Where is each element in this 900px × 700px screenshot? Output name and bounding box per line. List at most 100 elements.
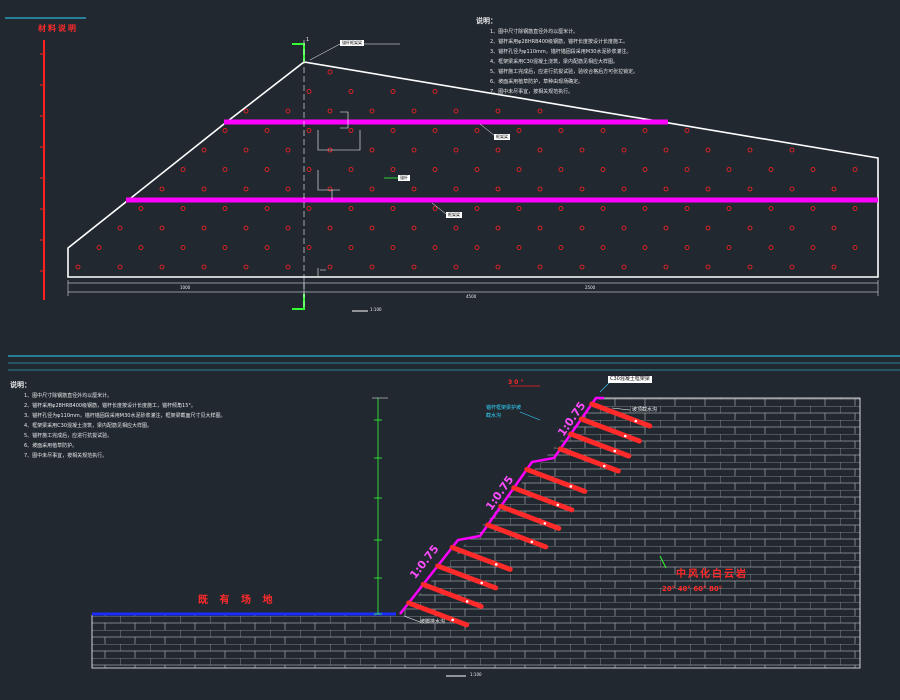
tag-beam-upper: 框架梁 xyxy=(494,134,510,140)
elevation-note-6: 6、坡面采用植草防护，草种由现场确定。 xyxy=(490,79,584,85)
anchor-dot xyxy=(264,206,270,211)
anchor-bar-tip xyxy=(530,540,534,544)
anchor-dot xyxy=(243,186,249,192)
anchor-dot xyxy=(201,264,207,270)
anchor-dot xyxy=(474,128,480,133)
anchor-dot xyxy=(138,206,144,211)
section-note-3: 3、锚杆孔径为φ110mm，锚杆锚固段采用M30水泥砂浆灌注，框架梁截面尺寸见大… xyxy=(24,413,226,419)
anchor-dot xyxy=(642,167,648,172)
anchor-dot xyxy=(537,186,543,192)
anchor-bar-tip xyxy=(480,581,484,585)
anchor-dot xyxy=(642,128,648,133)
existing-ground-label: 既 有 场 地 xyxy=(198,595,277,606)
anchor-dot xyxy=(369,147,375,153)
elevation-notes: 说明： 1、图中尺寸除钢筋直径外均以厘米计。2、锚杆采用φ28HRB400级钢筋… xyxy=(476,18,638,98)
anchor-dot xyxy=(810,167,816,172)
anchor-bar xyxy=(420,581,484,609)
anchor-dot xyxy=(789,147,795,153)
anchor-bar xyxy=(589,401,653,429)
slope-face xyxy=(399,396,604,615)
anchor-dot xyxy=(516,245,522,250)
anchor-bar xyxy=(485,522,549,550)
elevation-note-7: 7、图中未尽事宜，按相关规范执行。 xyxy=(490,89,574,95)
anchor-dot xyxy=(117,264,123,270)
anchor-dot xyxy=(432,128,438,133)
elevation-scale-note: 1:100 xyxy=(370,307,382,312)
anchor-bar-tip xyxy=(634,419,638,423)
anchor-dot xyxy=(831,186,837,192)
anchor-dot xyxy=(432,245,438,250)
anchor-dot xyxy=(264,128,270,133)
anchor-dot xyxy=(306,128,312,133)
cyan-label-1: 锚杆框架梁护坡 xyxy=(486,405,522,411)
dim-total: 4500 xyxy=(466,294,477,299)
elevation-note-2: 2、锚杆采用φ28HRB400级钢筋，锚杆长度按设计长度施工。 xyxy=(490,39,629,45)
anchor-dot xyxy=(726,245,732,250)
anchor-dot xyxy=(747,147,753,153)
anchor-dot xyxy=(327,108,333,114)
anchor-dot xyxy=(705,225,711,231)
anchor-dot xyxy=(180,206,186,211)
cyan-label-2: 截水沟 xyxy=(486,413,502,419)
anchor-dot xyxy=(768,167,774,172)
section-notes: 说明： 1、图中尺寸除钢筋直径外均以厘米计。2、锚杆采用φ28HRB400级钢筋… xyxy=(10,382,225,462)
anchor-bar-tip xyxy=(556,503,560,507)
anchor-dot xyxy=(516,167,522,172)
anchor-dot xyxy=(432,206,438,211)
anchor-dot xyxy=(831,264,837,270)
anchor-dot xyxy=(285,225,291,231)
anchor-dot xyxy=(558,128,564,133)
anchor-dot xyxy=(306,245,312,250)
anchor-dot xyxy=(411,225,417,231)
anchor-dot xyxy=(453,186,459,192)
notes-title: 说明： xyxy=(476,17,497,25)
anchor-dot xyxy=(852,167,858,172)
anchor-dot xyxy=(726,206,732,211)
anchor-dot xyxy=(516,206,522,211)
elevation-scale-bar xyxy=(40,40,45,300)
anchor-dot xyxy=(327,264,333,270)
anchor-dot xyxy=(453,264,459,270)
section-marker-label: 1 xyxy=(306,37,310,43)
anchor-dot xyxy=(663,147,669,153)
anchor-dot xyxy=(768,245,774,250)
anchor-dot xyxy=(495,264,501,270)
anchor-dot xyxy=(159,264,165,270)
anchor-dot xyxy=(600,128,606,133)
anchor-dot xyxy=(348,128,354,133)
anchor-dot xyxy=(810,206,816,211)
elevation-note-3: 3、锚杆孔径为φ110mm，锚杆锚固段采用M30水泥砂浆灌注。 xyxy=(490,49,632,55)
anchor-dot xyxy=(432,167,438,172)
anchor-dot xyxy=(705,264,711,270)
anchor-dot xyxy=(474,206,480,211)
anchor-dot xyxy=(327,225,333,231)
anchor-dot xyxy=(852,206,858,211)
section-notes-title: 说明： xyxy=(10,381,31,389)
anchor-dot xyxy=(579,186,585,192)
anchor-dot xyxy=(789,225,795,231)
ground-surface-right xyxy=(91,397,861,669)
section-note-5: 5、锚杆施工完成后，应进行抗拔试验。 xyxy=(24,433,113,439)
anchor-bar-tip xyxy=(494,563,498,566)
anchor-dot xyxy=(411,264,417,270)
anchor-dot xyxy=(705,147,711,153)
anchor-dot xyxy=(411,108,417,114)
tag-anchor: 锚杆 xyxy=(398,175,410,181)
anchor-bar xyxy=(578,416,642,444)
anchor-dot xyxy=(222,167,228,172)
anchor-dot xyxy=(369,225,375,231)
anchor-dot xyxy=(705,186,711,192)
anchor-dot xyxy=(390,128,396,133)
anchor-dot xyxy=(579,264,585,270)
anchor-bar xyxy=(524,466,588,494)
anchor-dot xyxy=(180,245,186,250)
anchor-dot xyxy=(243,264,249,270)
section-marker-bottom xyxy=(292,294,305,310)
anchor-bar-tip xyxy=(451,618,455,622)
anchor-dot xyxy=(390,167,396,172)
anchor-dot xyxy=(579,225,585,231)
anchor-dot xyxy=(789,264,795,270)
anchor-dot xyxy=(684,128,690,133)
section-note-4: 4、框架梁采用C30混凝土浇筑，梁内配筋见相应大样图。 xyxy=(24,423,153,429)
